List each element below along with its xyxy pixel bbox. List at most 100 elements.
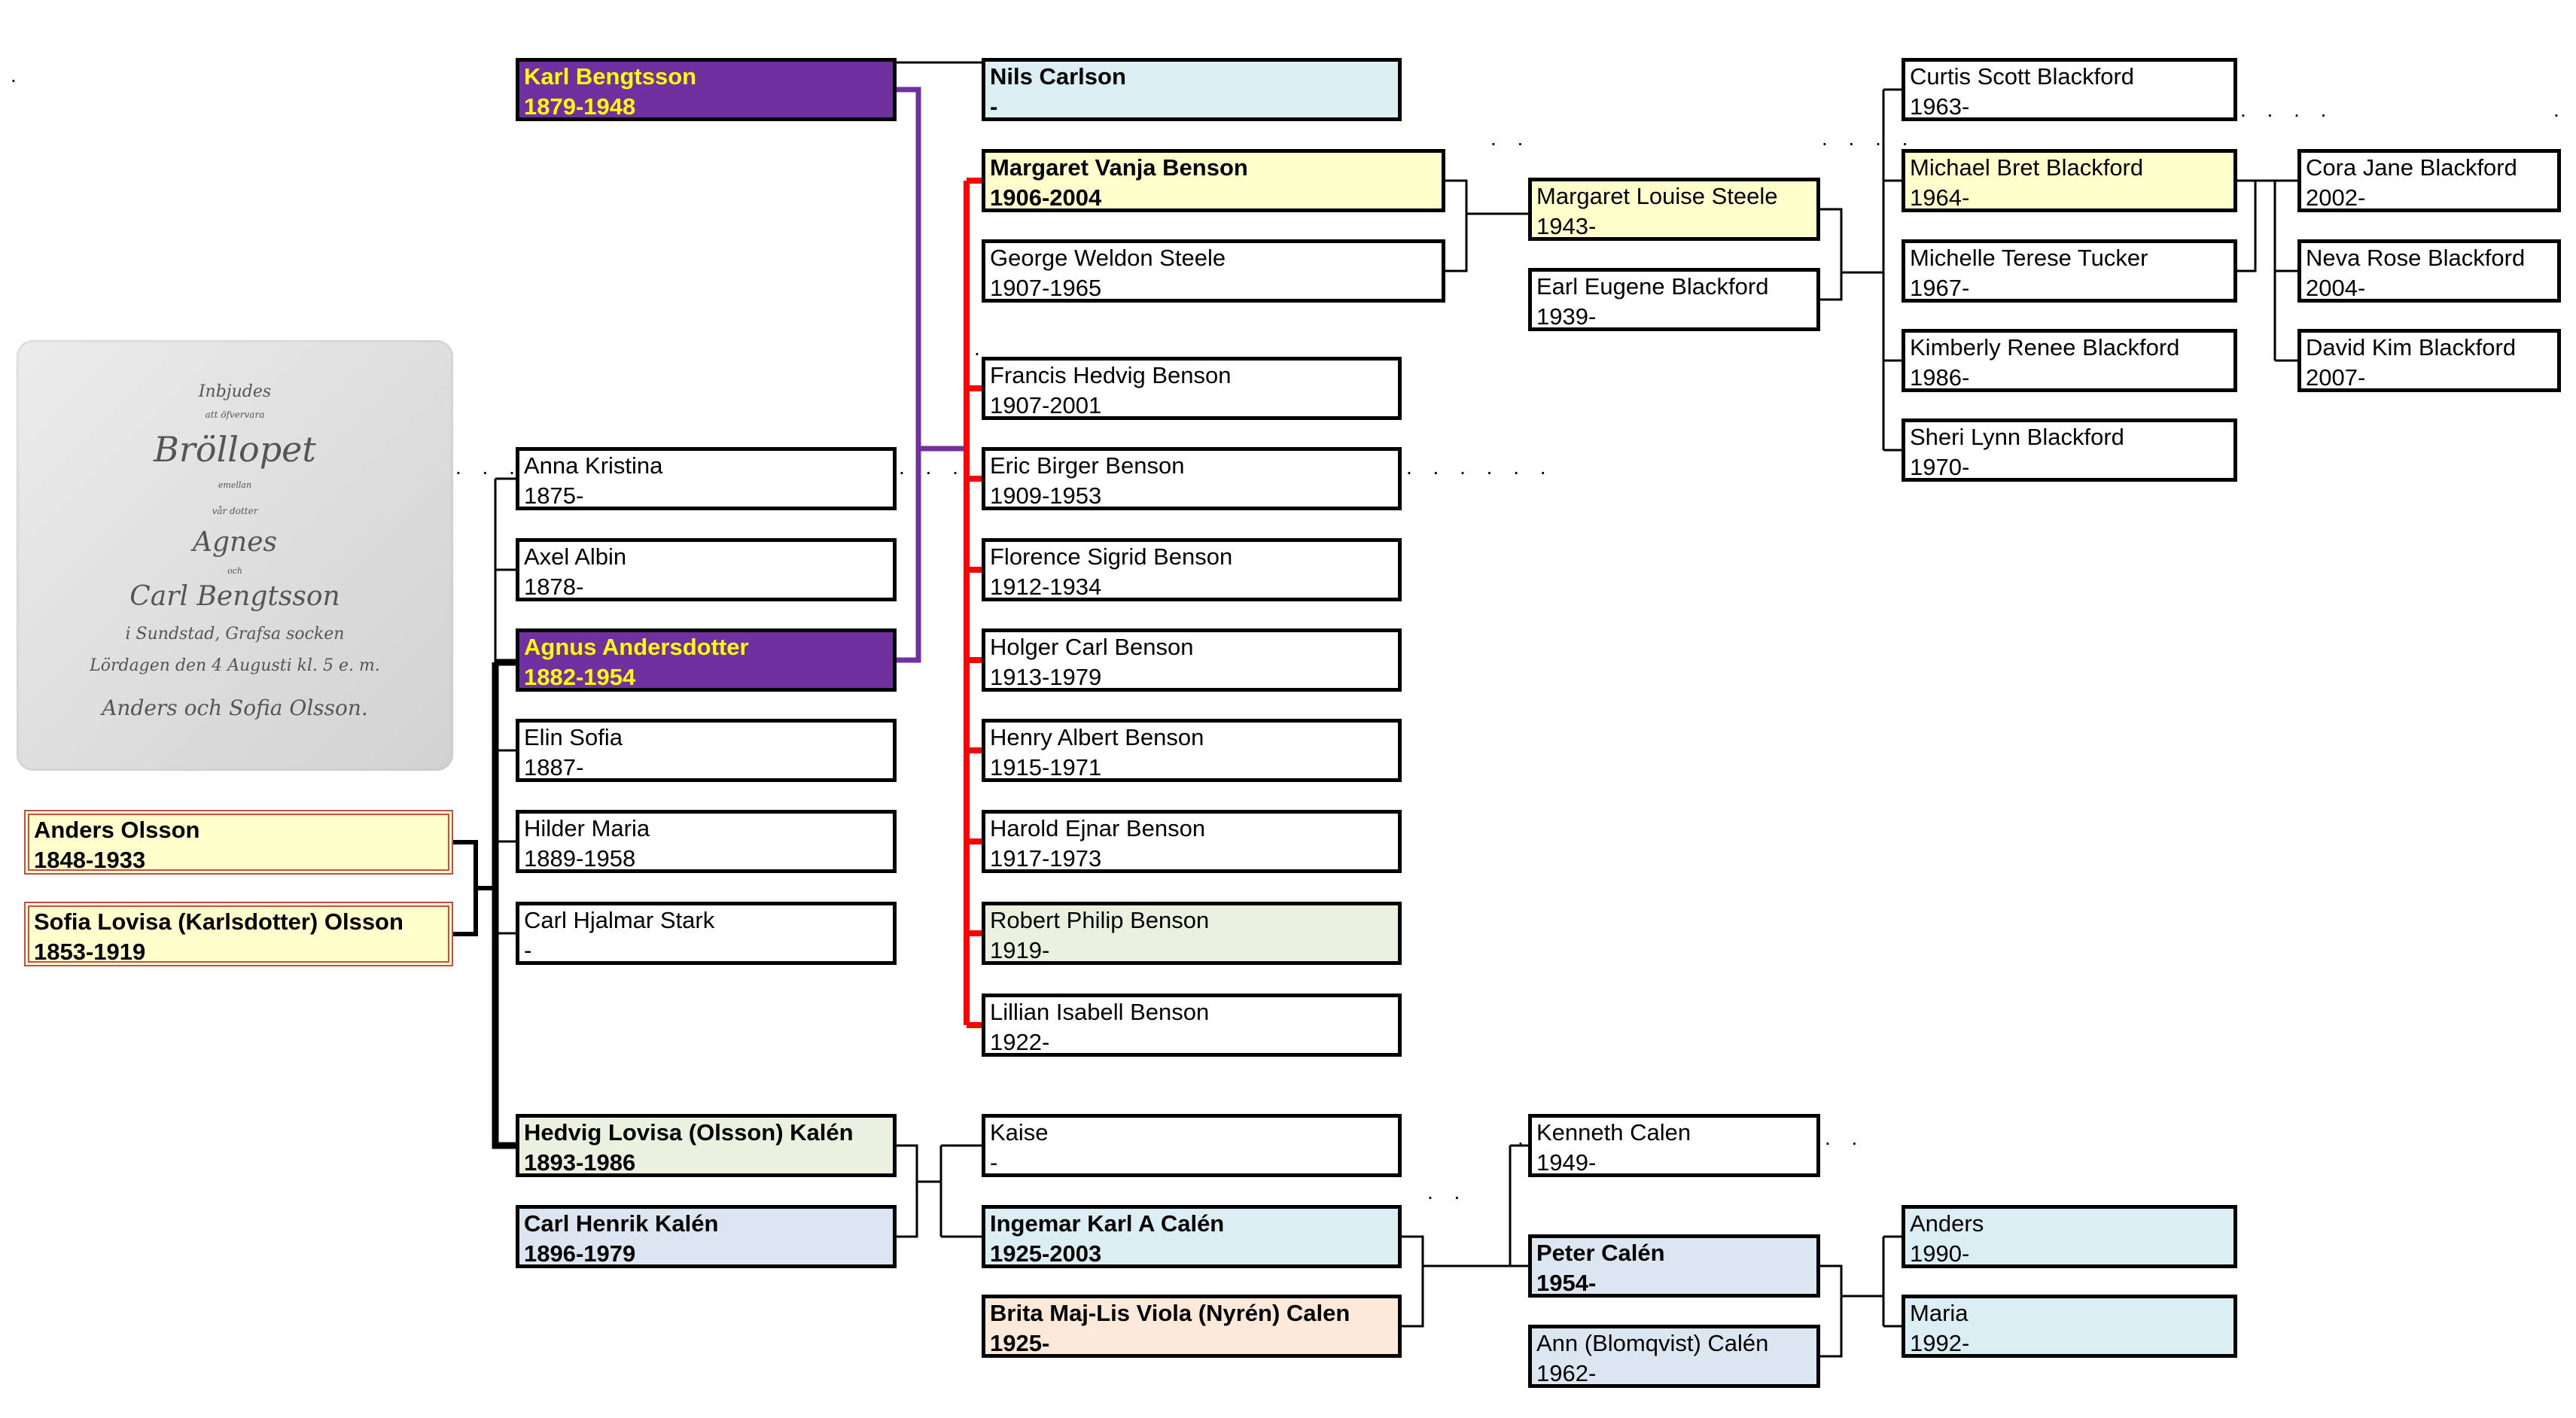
person-name: Robert Philip Benson — [990, 907, 1210, 933]
person-dates: 1853-1919 — [34, 939, 146, 965]
person-name: Maria — [1910, 1300, 1969, 1326]
person-box-brita-calen[interactable]: Brita Maj-Lis Viola (Nyrén) Calen 1925- — [982, 1295, 1402, 1358]
person-name: Michael Bret Blackford — [1910, 154, 2144, 181]
person-dates: - — [990, 1149, 998, 1176]
person-dates: 1896-1979 — [524, 1240, 636, 1267]
couple-hedvig-carl-line — [897, 1144, 918, 1238]
person-dates: - — [990, 93, 998, 120]
person-box-kaise[interactable]: Kaise - — [982, 1114, 1402, 1177]
person-dates: 1943- — [1536, 213, 1597, 239]
person-dates: 1954- — [1536, 1270, 1597, 1296]
dotted-marker: . — [2553, 98, 2567, 121]
person-dates: 2004- — [2306, 275, 2366, 301]
person-dates: 1882-1954 — [524, 664, 636, 690]
dotted-marker: . . . . — [1822, 126, 1916, 150]
person-box-nils-carlson[interactable]: Nils Carlson - — [982, 58, 1402, 121]
person-dates: 1913-1979 — [990, 664, 1102, 690]
person-name: Cora Jane Blackford — [2306, 154, 2517, 181]
person-box-robert-philip-benson[interactable]: Robert Philip Benson 1919- — [982, 902, 1402, 965]
dotted-marker: . . — [1825, 1126, 1865, 1149]
dotted-marker: . . . . — [2240, 98, 2334, 121]
card-text: emellan — [218, 480, 252, 490]
wedding-invitation-card: Inbjudes att öfvervara Bröllopet emellan… — [17, 340, 453, 771]
person-dates: 1922- — [990, 1029, 1050, 1055]
person-dates: 1878- — [524, 574, 584, 600]
couple-peter-ann-line — [1820, 1264, 1843, 1358]
person-box-earl-eugene-blackford[interactable]: Earl Eugene Blackford 1939- — [1528, 268, 1820, 331]
dotted-marker: . . — [1427, 1180, 1468, 1203]
person-name: Anders — [1910, 1210, 1984, 1237]
person-box-axel-albin[interactable]: Axel Albin 1878- — [516, 538, 897, 601]
person-name: Peter Calén — [1536, 1240, 1665, 1266]
couple-michael-michelle-line — [2237, 179, 2257, 272]
dotted-marker: . . . — [899, 455, 966, 479]
person-box-hilder-maria[interactable]: Hilder Maria 1889-1958 — [516, 810, 897, 873]
person-dates: 1962- — [1536, 1360, 1597, 1386]
person-name: Axel Albin — [524, 543, 627, 570]
person-box-peter-calen[interactable]: Peter Calén 1954- — [1528, 1234, 1820, 1298]
person-dates: 1893-1986 — [524, 1149, 636, 1176]
person-name: Nils Carlson — [990, 63, 1126, 90]
person-dates: 1915-1971 — [990, 754, 1102, 781]
person-name: Margaret Louise Steele — [1536, 183, 1778, 209]
person-name: Harold Ejnar Benson — [990, 815, 1206, 841]
person-box-george-weldon-steele[interactable]: George Weldon Steele 1907-1965 — [982, 239, 1445, 303]
dotted-marker: . . . . . . — [1406, 455, 1554, 479]
card-text: och — [227, 566, 242, 576]
parents-couple-line — [453, 840, 478, 936]
person-dates: 1907-1965 — [990, 275, 1102, 301]
person-name: Hilder Maria — [524, 815, 650, 841]
person-dates: 1925- — [990, 1330, 1050, 1356]
person-box-carl-hjalmar-stark[interactable]: Carl Hjalmar Stark- — [516, 902, 897, 965]
person-dates: 1939- — [1536, 303, 1597, 330]
person-name: Francis Hedvig Benson — [990, 362, 1232, 388]
person-name: Neva Rose Blackford — [2306, 245, 2526, 271]
person-dates: 1887- — [524, 754, 584, 781]
person-box-neva-blackford[interactable]: Neva Rose Blackford 2004- — [2297, 239, 2561, 303]
person-box-harold-ejnar-benson[interactable]: Harold Ejnar Benson 1917-1973 — [982, 810, 1402, 873]
person-name: Earl Eugene Blackford — [1536, 273, 1769, 300]
person-dates: 2002- — [2306, 184, 2366, 211]
person-box-margaret-louise-steele[interactable]: Margaret Louise Steele 1943- — [1528, 178, 1820, 241]
person-dates: 1919- — [990, 937, 1050, 963]
person-name: Anders Olsson — [34, 817, 200, 843]
person-dates: 1889-1958 — [524, 845, 636, 872]
person-dates: 1967- — [1910, 275, 1970, 301]
person-name: George Weldon Steele — [990, 245, 1226, 271]
person-box-cora-blackford[interactable]: Cora Jane Blackford 2002- — [2297, 149, 2561, 212]
parents-trunk-line — [492, 662, 516, 1149]
card-text: Inbjudes — [198, 382, 272, 401]
person-name: Brita Maj-Lis Viola (Nyrén) Calen — [990, 1300, 1350, 1326]
person-dates: 1949- — [1536, 1149, 1597, 1176]
person-name: Kaise — [990, 1119, 1049, 1146]
person-dates: 1917-1973 — [990, 845, 1102, 872]
person-dates: 1879-1948 — [524, 93, 636, 120]
card-text: Anders och Sofia Olsson. — [102, 695, 368, 720]
